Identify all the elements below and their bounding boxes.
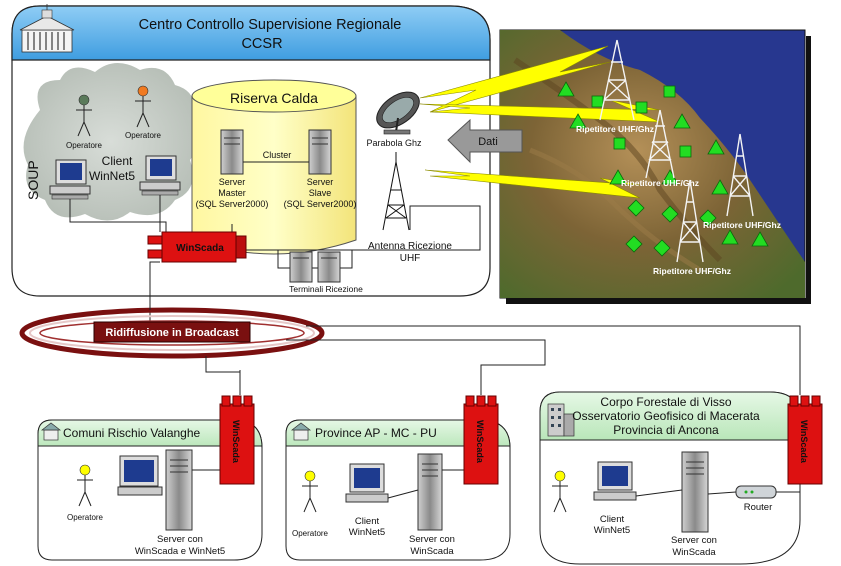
client-label: Client — [102, 154, 133, 168]
repeater-label: Ripetitore UHF/Ghz — [576, 124, 654, 134]
site-title: Provincia di Ancona — [613, 423, 719, 437]
office-building-icon — [547, 403, 575, 437]
ccsr-links — [69, 195, 481, 330]
link — [387, 489, 419, 499]
operator-icon — [302, 470, 318, 513]
server-slave-label: Server — [307, 177, 334, 187]
server-label: Server con — [157, 534, 203, 545]
server-label: WinScada e WinNet5 — [135, 546, 225, 557]
server-master-label: (SQL Server2000) — [196, 199, 269, 209]
server-icon — [417, 453, 443, 531]
broadcast-label: Ridiffusione in Broadcast — [105, 327, 239, 339]
operator-label: Operatore — [66, 141, 103, 150]
site-panel-corpo-forestale — [539, 391, 801, 565]
winscada-connector-icon — [147, 231, 247, 263]
riserva-calda-title: Riserva Calda — [230, 90, 318, 106]
broadcast-links — [149, 296, 801, 395]
repeater-label: Ripetitore UHF/Ghz — [703, 220, 781, 230]
radio-link-bolts — [419, 45, 661, 199]
server-master-label: Server — [219, 177, 246, 187]
house-icon — [290, 422, 312, 441]
winscada-label: WinScada — [231, 420, 241, 464]
client-label: WinNet5 — [594, 525, 630, 536]
server-label: WinScada — [672, 547, 716, 558]
site-title: Osservatorio Geofisico di Macerata — [572, 409, 760, 423]
soup-cloud — [23, 62, 199, 221]
terminali-label: Terminali Ricezione — [289, 284, 363, 294]
repeater-tower-icon — [676, 179, 704, 263]
government-building-icon — [19, 4, 75, 53]
server-master-label: Master — [218, 188, 246, 198]
repeater-tower-icon — [645, 109, 675, 179]
broadcast-label-box — [93, 321, 251, 343]
soup-label: SOUP — [25, 160, 41, 200]
client-pc-icon — [345, 463, 389, 503]
server-master-icon — [220, 129, 244, 175]
operator-label: Operatore — [67, 513, 104, 522]
site-title: Comuni Rischio Valanghe — [63, 426, 201, 440]
house-icon — [40, 422, 62, 441]
repeater-tower-icon — [599, 39, 635, 121]
antenna-label: UHF — [400, 253, 421, 264]
operator-icon — [552, 470, 568, 513]
router-icon — [735, 485, 777, 499]
repeater-label: Ripetitore UHF/Ghz — [653, 266, 731, 276]
server-icon — [681, 451, 709, 533]
operator-label: Operatore — [292, 529, 329, 538]
winscada-label: WinScada — [475, 420, 485, 464]
winscada-label: WinScada — [799, 420, 809, 464]
broadcast-ring — [19, 307, 325, 359]
client-pc-icon — [139, 155, 181, 196]
server-label: Server con — [409, 534, 455, 545]
client-label: WinNet5 — [89, 169, 135, 183]
site-title: Corpo Forestale di Visso — [600, 395, 732, 409]
client-label: WinNet5 — [349, 527, 385, 538]
winscada-label: WinScada — [176, 243, 224, 254]
ccsr-subtitle: CCSR — [241, 36, 282, 52]
satellite-dish-icon — [376, 91, 420, 135]
winscada-connector-icon — [219, 395, 255, 485]
terminal-server-icon — [289, 251, 341, 283]
client-pc-icon — [49, 159, 91, 200]
winscada-connector-icon — [463, 395, 499, 485]
repeater-tower-icon — [726, 133, 754, 217]
site-title: Province AP - MC - PU — [315, 426, 437, 440]
client-label: Client — [600, 514, 625, 525]
operator-icon — [76, 94, 92, 137]
client-pc-icon — [593, 461, 637, 501]
station-markers — [557, 81, 769, 257]
router-label: Router — [744, 502, 773, 513]
site-panel-province — [285, 419, 511, 561]
server-slave-label: (SQL Server2000) — [284, 199, 357, 209]
dati-arrow-icon — [447, 118, 523, 164]
uhf-antenna-icon — [382, 152, 410, 231]
server-icon — [165, 449, 193, 531]
server-slave-label: Slave — [309, 188, 332, 198]
winscada-connector-icon — [787, 395, 823, 485]
repeater-label: Ripetitore UHF/Ghz — [621, 178, 699, 188]
pc-icon — [117, 455, 163, 496]
antenna-label: Antenna Ricezione — [368, 241, 452, 252]
operator-icon — [135, 85, 151, 128]
ccsr-title: Centro Controllo Supervisione Regionale — [139, 17, 402, 33]
client-label: Client — [355, 516, 380, 527]
cluster-label: Cluster — [263, 150, 292, 160]
server-label: WinScada — [410, 546, 454, 557]
operator-icon — [77, 464, 93, 507]
parabola-label: Parabola Ghz — [366, 138, 422, 148]
server-label: Server con — [671, 535, 717, 546]
dati-label: Dati — [478, 136, 498, 148]
server-slave-icon — [308, 129, 332, 175]
operator-label: Operatore — [125, 131, 162, 140]
